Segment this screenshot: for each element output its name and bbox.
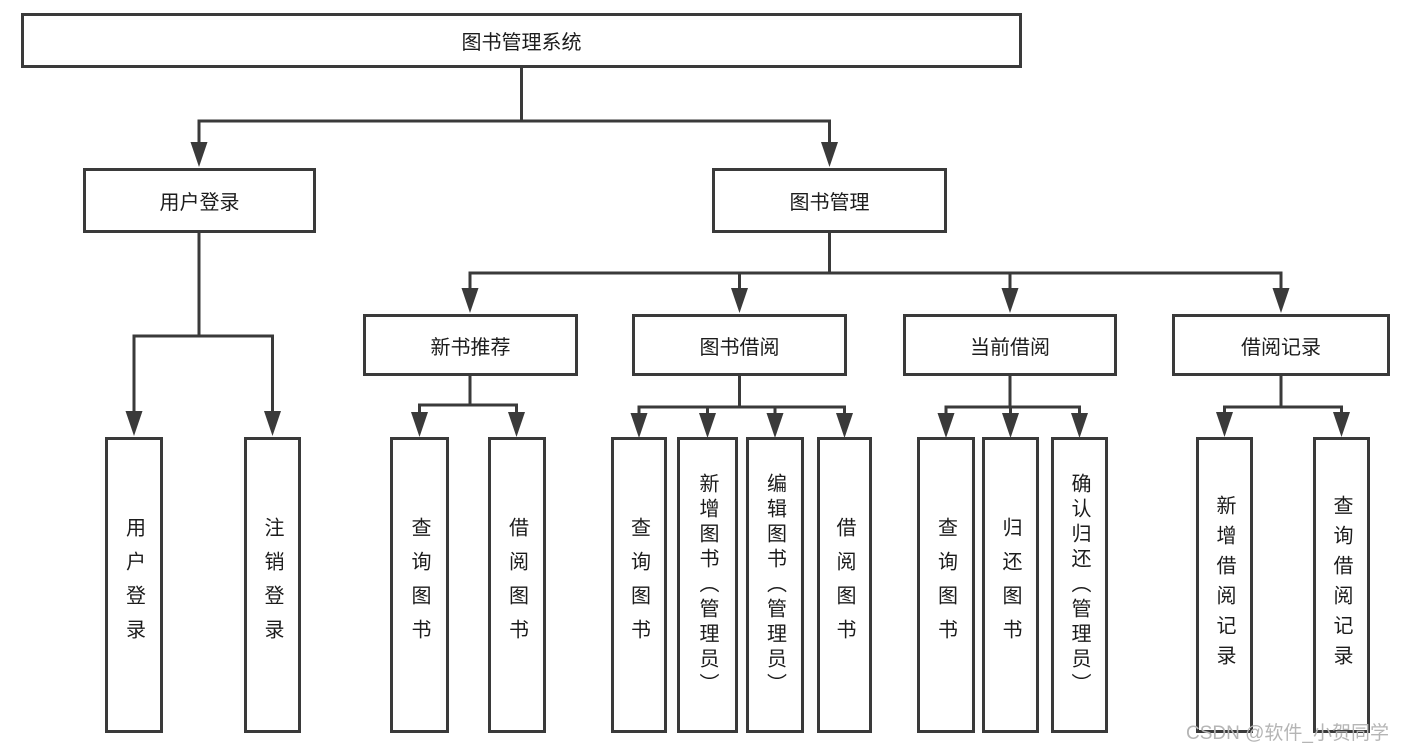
leaf-edit-book-admin: 编辑图书（管理员） <box>746 437 804 733</box>
leaf-confirm-return-admin: 确认归还（管理员） <box>1051 437 1108 733</box>
leaf-borrow-book-a: 借阅图书 <box>488 437 546 733</box>
node-new-book-recommend: 新书推荐 <box>363 314 578 376</box>
leaf-confirm-return-admin-label: 确认归还（管理员） <box>1068 472 1090 698</box>
node-book-management-label: 图书管理 <box>789 192 870 214</box>
leaf-add-book-admin: 新增图书（管理员） <box>677 437 738 733</box>
leaf-query-book-a: 查询图书 <box>390 437 449 733</box>
node-current-borrow-label: 当前借阅 <box>970 336 1050 359</box>
leaf-query-book-a-label: 查询图书 <box>408 517 430 653</box>
leaf-query-borrow-record-label: 查询借阅记录 <box>1330 495 1352 675</box>
leaf-user-login-label: 用户登录 <box>122 517 145 653</box>
node-root: 图书管理系统 <box>21 13 1022 68</box>
leaf-query-book-b: 查询图书 <box>611 437 667 733</box>
node-user-login: 用户登录 <box>83 168 316 233</box>
watermark: CSDN @软件_小贺同学 <box>1186 723 1389 744</box>
node-borrow-record: 借阅记录 <box>1172 314 1390 376</box>
leaf-query-borrow-record: 查询借阅记录 <box>1313 437 1370 733</box>
leaf-query-book-c-label: 查询图书 <box>934 517 957 653</box>
node-book-borrow-label: 图书借阅 <box>699 336 780 359</box>
leaf-borrow-book-b: 借阅图书 <box>817 437 872 733</box>
leaf-return-book-label: 归还图书 <box>999 517 1021 653</box>
node-user-login-label: 用户登录 <box>159 192 240 214</box>
leaf-borrow-book-b-label: 借阅图书 <box>833 517 855 653</box>
leaf-edit-book-admin-label: 编辑图书（管理员） <box>763 472 786 698</box>
leaf-add-book-admin-label: 新增图书（管理员） <box>696 472 718 698</box>
node-book-management: 图书管理 <box>712 168 947 233</box>
leaf-add-borrow-record-label: 新增借阅记录 <box>1213 495 1235 675</box>
leaf-add-borrow-record: 新增借阅记录 <box>1196 437 1253 733</box>
node-borrow-record-label: 借阅记录 <box>1241 336 1321 359</box>
node-root-label: 图书管理系统 <box>461 32 582 54</box>
node-new-book-recommend-label: 新书推荐 <box>430 336 511 359</box>
leaf-logout-login: 注销登录 <box>244 437 301 733</box>
node-current-borrow: 当前借阅 <box>903 314 1117 376</box>
leaf-query-book-b-label: 查询图书 <box>627 517 650 653</box>
leaf-logout-login-label: 注销登录 <box>261 517 283 653</box>
leaf-query-book-c: 查询图书 <box>917 437 975 733</box>
leaf-user-login: 用户登录 <box>105 437 163 733</box>
leaf-borrow-book-a-label: 借阅图书 <box>505 517 528 653</box>
leaf-return-book: 归还图书 <box>982 437 1039 733</box>
node-book-borrow: 图书借阅 <box>632 314 847 376</box>
